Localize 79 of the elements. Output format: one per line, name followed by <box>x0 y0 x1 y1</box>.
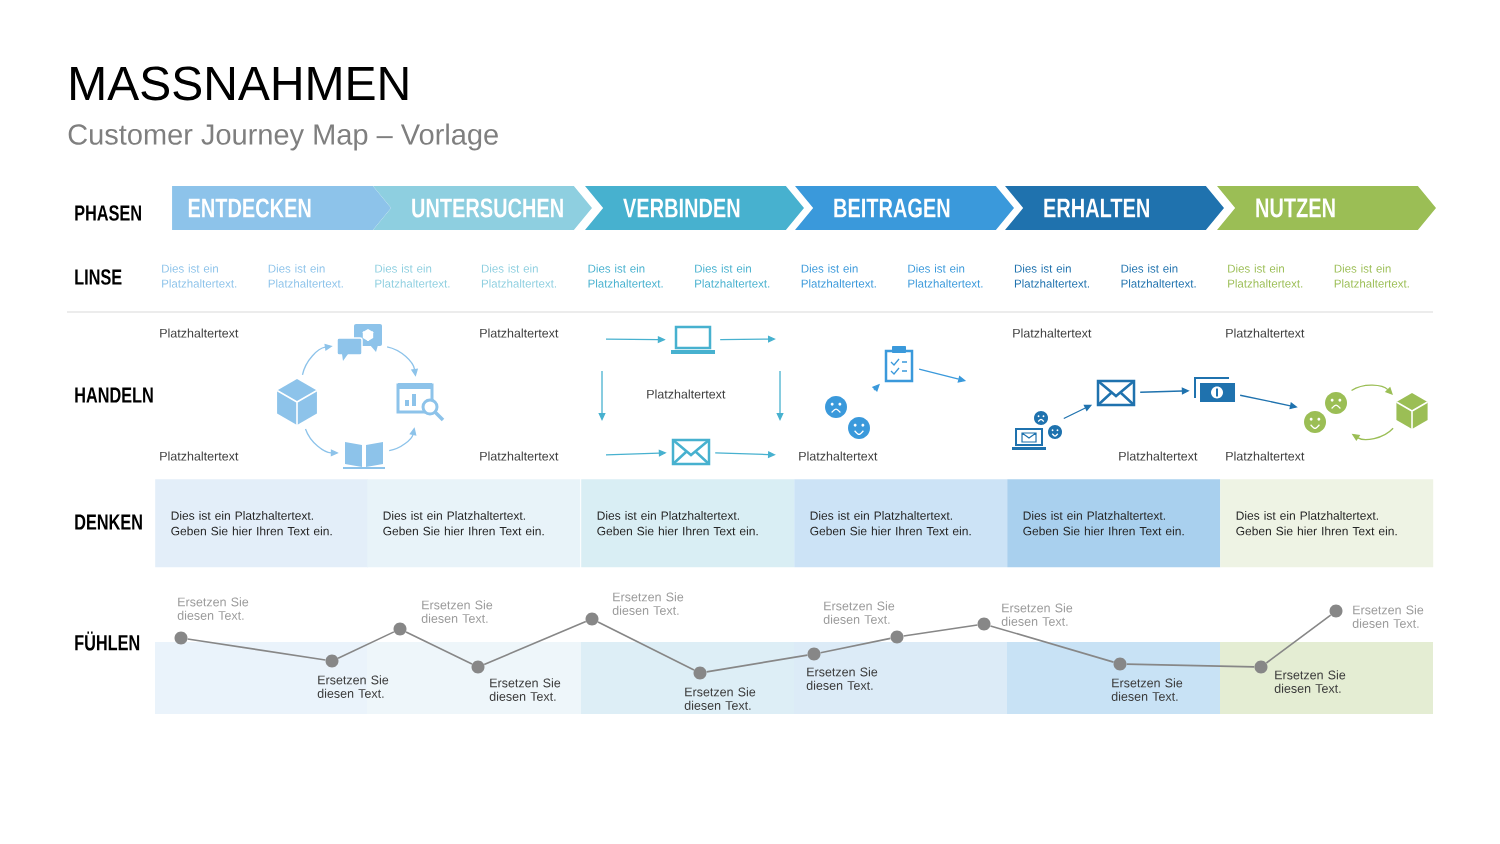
action-label: Platzhaltertext <box>1226 451 1305 461</box>
lens-text: Dies ist ein Platzhaltertext. <box>1334 264 1409 288</box>
point-label: Ersetzen Sie diesen Text. <box>684 687 756 710</box>
arrow <box>719 335 776 343</box>
cube-icon <box>276 379 318 426</box>
action-label: Platzhaltertext <box>1226 328 1305 338</box>
row-heading: PHASEN <box>75 205 141 221</box>
row-heading: LINSE <box>75 269 122 285</box>
point-label: Ersetzen Sie diesen Text. <box>1111 678 1183 701</box>
connector-line <box>483 620 587 666</box>
connector-line <box>989 625 1115 663</box>
banknote-icon <box>1194 377 1235 402</box>
connector-line <box>705 654 809 673</box>
laptop-icon <box>671 325 715 354</box>
action-label: Platzhaltertext <box>647 389 726 399</box>
point-label: Ersetzen Sie diesen Text. <box>1001 603 1073 626</box>
point-label: Ersetzen Sie diesen Text. <box>317 675 389 698</box>
lens-text: Dies ist ein Platzhaltertext. <box>1228 264 1303 288</box>
action-label: Platzhaltertext <box>1119 451 1198 461</box>
thought-cell: Dies ist ein Platzhaltertext. Geben Sie hier Ihren Text ein. <box>794 479 1008 568</box>
action-label: Platzhaltertext <box>160 451 239 461</box>
connector-line <box>902 624 979 637</box>
connector-line <box>186 638 327 661</box>
chat-icon <box>336 324 382 361</box>
book-icon <box>343 442 385 469</box>
phase-banner: ERHALTEN <box>1005 186 1224 230</box>
lens-text: Dies ist ein Platzhaltertext. <box>801 264 876 288</box>
row-heading: HANDELN <box>75 387 153 403</box>
action-label: Platzhaltertext <box>480 328 559 338</box>
phase-banner: VERBINDEN <box>585 186 804 230</box>
lens-text: Dies ist ein Platzhaltertext. <box>588 264 663 288</box>
point-label: Ersetzen Sie diesen Text. <box>1274 670 1346 693</box>
phase-banner: ENTDECKEN <box>172 186 392 230</box>
lens-text: Dies ist ein Platzhaltertext. <box>908 264 983 288</box>
subtitle: Customer Journey Map – Vorlage <box>68 123 498 151</box>
lens-text: Dies ist ein Platzhaltertext. <box>481 264 556 288</box>
lens-text: Dies ist ein Platzhaltertext. <box>268 264 343 288</box>
node-label: Dies ist ein Platzhaltertext. Geben Sie hier Ihren Text ein. <box>171 511 332 536</box>
phase-banner: BEITRAGEN <box>795 186 1014 230</box>
title: MASSNAHMEN <box>71 66 408 101</box>
clipboard-icon <box>884 346 914 383</box>
faces-icon <box>825 396 870 439</box>
thought-cell: Dies ist ein Platzhaltertext. Geben Sie hier Ihren Text ein. <box>1007 479 1221 568</box>
thought-cell: Dies ist ein Platzhaltertext. Geben Sie hier Ihren Text ein. <box>367 479 581 568</box>
envelope-icon <box>1096 379 1136 407</box>
lens-text: Dies ist ein Platzhaltertext. <box>695 264 770 288</box>
connector-line <box>819 637 892 654</box>
node-label: Dies ist ein Platzhaltertext. Geben Sie hier Ihren Text ein. <box>383 511 544 536</box>
lens-text: Dies ist ein Platzhaltertext. <box>1014 264 1089 288</box>
point-label: Ersetzen Sie diesen Text. <box>421 600 493 623</box>
laptop-mail-icon <box>1012 411 1062 450</box>
connector-line <box>337 631 395 659</box>
point-label: Ersetzen Sie diesen Text. <box>806 667 878 690</box>
point-label: Ersetzen Sie diesen Text. <box>823 601 895 624</box>
action-label: Platzhaltertext <box>480 451 559 461</box>
point-label: Ersetzen Sie diesen Text. <box>177 597 249 620</box>
thought-cell: Dies ist ein Platzhaltertext. Geben Sie hier Ihren Text ein. <box>581 479 795 568</box>
thought-cell: Dies ist ein Platzhaltertext. Geben Sie hier Ihren Text ein. <box>1220 479 1434 568</box>
envelope-icon <box>671 438 711 466</box>
connector-line <box>597 621 695 671</box>
connector-line <box>405 631 473 665</box>
connector-line <box>1265 614 1332 664</box>
row-heading: FÜHLEN <box>75 631 140 651</box>
chart-search-icon <box>396 383 445 422</box>
connector-line <box>1125 663 1256 668</box>
point-label: Ersetzen Sie diesen Text. <box>612 592 684 615</box>
thought-cell: Dies ist ein Platzhaltertext. Geben Sie hier Ihren Text ein. <box>155 479 369 568</box>
point-label: Ersetzen Sie diesen Text. <box>489 678 561 701</box>
lens-text: Dies ist ein Platzhaltertext. <box>1121 264 1196 288</box>
faces-icon <box>1304 392 1347 433</box>
lens-text: Dies ist ein Platzhaltertext. <box>375 264 450 288</box>
lens-text: Dies ist ein Platzhaltertext. <box>162 264 237 288</box>
phase-banner: UNTERSUCHEN <box>373 186 592 230</box>
action-label: Platzhaltertext <box>799 451 878 461</box>
action-label: Platzhaltertext <box>160 328 239 338</box>
cube-icon <box>1395 393 1429 430</box>
action-label: Platzhaltertext <box>1013 328 1092 338</box>
phase-banner: NUTZEN <box>1217 186 1436 230</box>
point-label: Ersetzen Sie diesen Text. <box>1352 605 1424 628</box>
